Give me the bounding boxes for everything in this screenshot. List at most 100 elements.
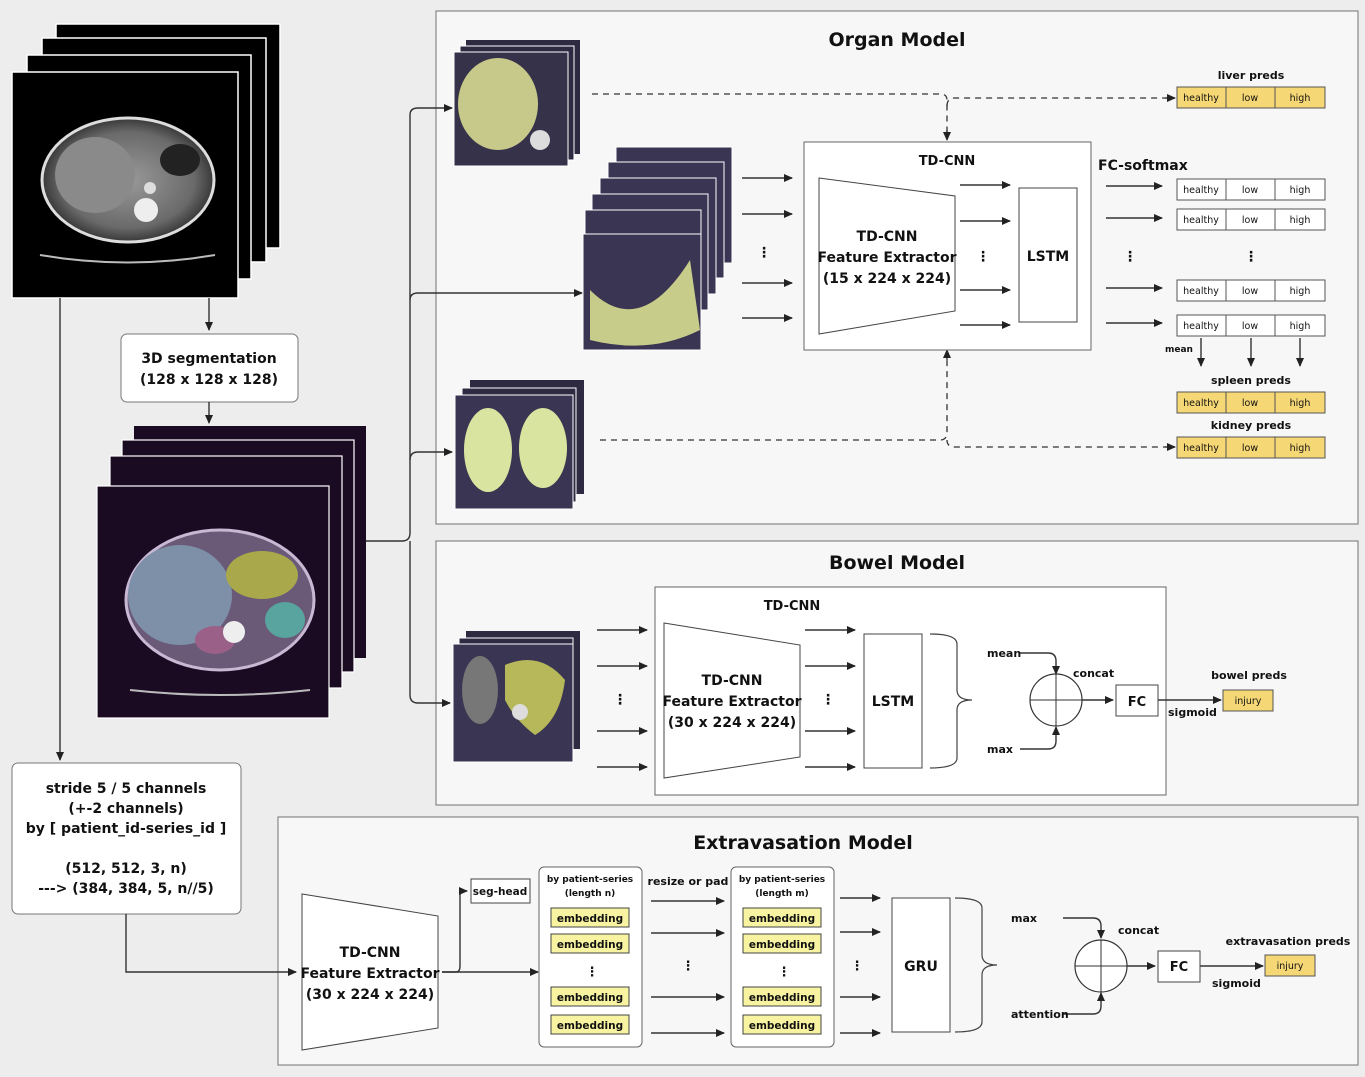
segmented-ct-stack	[96, 426, 366, 719]
spleen-preds-row: healthy low high	[1176, 391, 1326, 414]
pred-cell: low	[1242, 443, 1258, 454]
liver-preds-row: healthy low high	[1176, 86, 1326, 109]
seg-head-label: seg-head	[473, 886, 527, 898]
kidney-preds-label: kidney preds	[1211, 419, 1292, 432]
organ-model-title: Organ Model	[828, 29, 965, 51]
bowel-concat-node	[1029, 673, 1083, 727]
pred-cell: healthy	[1183, 321, 1219, 332]
pred-cell: healthy	[1183, 215, 1219, 226]
bowel-preds-label: bowel preds	[1211, 669, 1287, 682]
liver-preds-label: liver preds	[1218, 69, 1285, 82]
organ-dots-out: ⋮	[1123, 249, 1137, 265]
pred-cell: low	[1242, 398, 1258, 409]
embedding-n-3	[550, 986, 630, 1007]
by-patient-m-line-2: (length m)	[755, 889, 809, 899]
bowel-max-label: max	[987, 743, 1013, 756]
extrav-fe-line-1: TD-CNN	[340, 945, 401, 961]
stride-line-2: (+-2 channels)	[68, 801, 183, 817]
fc-softmax-label: FC-softmax	[1098, 158, 1188, 174]
embedding-label: embedding	[557, 913, 623, 925]
pred-cell: high	[1290, 398, 1311, 409]
stride-line-5: ---> (384, 384, 5, n//5)	[38, 881, 214, 897]
bowel-mean-label: mean	[987, 647, 1021, 660]
bowel-fe-line-1: TD-CNN	[702, 673, 763, 689]
embedding-m-4	[742, 1014, 822, 1035]
bowel-fe-line-2: Feature Extractor	[662, 694, 801, 710]
pred-cell: high	[1290, 286, 1311, 297]
dashed-kidney-to-preds	[946, 439, 1172, 448]
organ-slice-stack	[582, 146, 733, 351]
extrav-concat-label: concat	[1118, 924, 1159, 937]
pred-cell: low	[1242, 286, 1258, 297]
by-patient-m-line-1: by patient-series	[739, 875, 825, 885]
bowel-lstm-label: LSTM	[872, 694, 915, 710]
pred-cell: high	[1290, 321, 1311, 332]
extrav-brace	[954, 897, 998, 1033]
pred-cell: high	[1290, 215, 1311, 226]
fc-output-row-4: healthy low high	[1176, 314, 1326, 337]
embedding-label: embedding	[749, 939, 815, 951]
by-patient-n-line-1: by patient-series	[547, 875, 633, 885]
organ-fe-line-1: TD-CNN	[857, 229, 918, 245]
embedding-n-dots: ⋮	[586, 965, 599, 980]
embedding-label: embedding	[557, 992, 623, 1004]
organ-dots-in: ⋮	[757, 245, 771, 261]
organ-fe-line-3: (15 x 224 x 224)	[823, 271, 951, 287]
organ-mean-label: mean	[1165, 345, 1193, 355]
liver-thumbnail	[453, 40, 580, 167]
extrav-injury-box	[1264, 954, 1316, 977]
embedding-m-1	[742, 907, 822, 928]
extrav-fe-line-3: (30 x 224 x 224)	[306, 987, 434, 1003]
embedding-label: embedding	[749, 913, 815, 925]
extrav-sigmoid-label: sigmoid	[1212, 977, 1261, 990]
fc-output-row-1: healthy low high	[1176, 178, 1326, 201]
extrav-injury-label: injury	[1277, 961, 1304, 972]
extrav-fc-label: FC	[1170, 960, 1188, 975]
pred-cell: healthy	[1183, 443, 1219, 454]
embedding-n-2	[550, 933, 630, 954]
resize-pad-label: resize or pad	[648, 875, 729, 888]
pred-cell: high	[1290, 185, 1311, 196]
pred-cell: low	[1242, 215, 1258, 226]
stride-line-4: (512, 512, 3, n)	[65, 861, 187, 877]
bowel-brace	[929, 633, 973, 769]
extravasation-model-title: Extravasation Model	[693, 832, 913, 854]
pred-cell: high	[1290, 93, 1311, 104]
seg-head-box	[470, 878, 531, 904]
organ-dots-mid: ⋮	[976, 249, 990, 265]
organ-tdcnn-label: TD-CNN	[919, 154, 976, 169]
embedding-label: embedding	[557, 1020, 623, 1032]
stride-line-1: stride 5 / 5 channels	[46, 781, 207, 797]
bowel-tdcnn-label: TD-CNN	[764, 599, 821, 614]
bowel-model-title: Bowel Model	[829, 552, 965, 574]
gru-dots: ⋮	[851, 959, 864, 974]
bowel-fe-line-3: (30 x 224 x 224)	[668, 715, 796, 731]
segmentation-label: 3D segmentation	[141, 351, 276, 367]
bowel-feature-extractor	[663, 622, 801, 779]
organ-lstm-box	[1018, 187, 1078, 323]
kidney-thumbnail	[454, 380, 584, 510]
pred-cell: healthy	[1183, 286, 1219, 297]
extrav-attention-label: attention	[1011, 1008, 1069, 1021]
arrow-stride-to-extrav	[125, 914, 297, 976]
stride-line-3: by [ patient_id-series_id ]	[26, 821, 227, 837]
segmentation-box	[120, 333, 299, 403]
by-patient-n-line-2: (length n)	[565, 889, 616, 899]
bowel-fc-box	[1115, 684, 1159, 717]
pred-cell: low	[1242, 185, 1258, 196]
dashed-liver-to-preds	[946, 97, 1172, 107]
gru-box	[891, 897, 951, 1033]
bowel-dots-in: ⋮	[613, 692, 627, 708]
embedding-m-dots: ⋮	[778, 965, 791, 980]
bowel-lstm-box	[863, 633, 923, 769]
arrow-branch-main	[366, 104, 453, 542]
embedding-n-1	[550, 907, 630, 928]
bowel-injury-label: injury	[1235, 696, 1262, 707]
extrav-feature-extractor	[301, 893, 439, 1051]
bowel-dots-mid: ⋮	[821, 692, 835, 708]
pred-cell: low	[1242, 93, 1258, 104]
organ-fe-line-2: Feature Extractor	[817, 250, 956, 266]
embedding-label: embedding	[557, 939, 623, 951]
extrav-max-label: max	[1011, 912, 1037, 925]
